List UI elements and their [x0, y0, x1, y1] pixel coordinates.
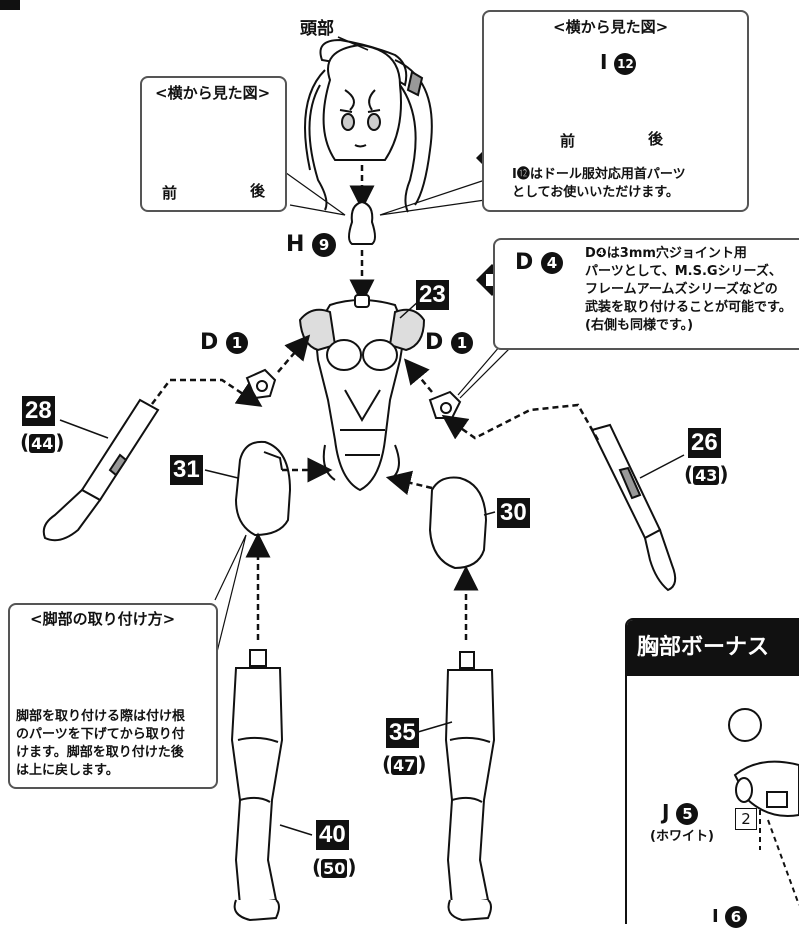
part-d4: D 4 [515, 250, 563, 275]
leader-31 [204, 469, 239, 479]
right-arm [590, 423, 677, 592]
head-leader-line [337, 36, 369, 51]
callout-35: 35 [386, 718, 419, 748]
leg-note-line3: けます。脚部を取り付けた後 [16, 745, 184, 760]
side-view-left-back: 後 [250, 182, 266, 200]
bonus-part-j-letter: J [662, 800, 670, 824]
leader-30 [483, 511, 496, 516]
leader-35 [417, 721, 453, 733]
d4-note-leader [457, 345, 513, 399]
right-hip-piece [428, 476, 488, 570]
left-shoulder-joint [245, 368, 277, 400]
side-view-left-front: 前 [162, 184, 178, 202]
side-view-box-left [140, 76, 287, 212]
callout-30: 30 [497, 498, 530, 528]
part-i12-number: 12 [614, 52, 637, 75]
leg-note-line4: は上に戻します。 [16, 763, 119, 778]
side-view-box-right [482, 10, 749, 212]
side-view-right-front: 前 [560, 132, 576, 150]
leg-note-line2: のパーツを下げてから取り付 [16, 727, 185, 742]
note-d4-line1: D❹は3mm穴ジョイント用 [585, 246, 747, 261]
part-d1-left-number: 1 [225, 332, 248, 354]
leader-28 [59, 419, 109, 439]
part-d1-left: D 1 [200, 330, 248, 355]
part-h-letter: H [286, 232, 305, 257]
right-arm-arrow [441, 403, 600, 441]
shoulder-arrow-right [403, 358, 433, 393]
callout-43: (43) [684, 462, 729, 486]
part-h-number: 9 [312, 233, 337, 257]
part-d1-right-number: 1 [450, 332, 473, 354]
leg-howto-box [8, 603, 218, 789]
note-i12-line1: I⓬はドール服対応用首パーツ [512, 167, 686, 182]
callout-50-number: 50 [321, 859, 348, 878]
part-d4-letter: D [515, 250, 534, 275]
leg-note-line1: 脚部を取り付ける際は付け根 [16, 709, 186, 724]
callout-43-number: 43 [693, 466, 720, 485]
part-d1-right-letter: D [425, 330, 444, 355]
part-i12: I 12 [600, 50, 637, 75]
side-view-right-title: <横から見た図> [553, 18, 669, 36]
callout-23: 23 [416, 280, 449, 310]
step-badge [0, 0, 20, 10]
side-view-right-back: 後 [648, 130, 664, 148]
right-box-leader [379, 179, 486, 216]
left-arm-arrow [151, 378, 263, 407]
callout-50: (50) [312, 855, 357, 879]
bonus-part-i: I 6 [712, 906, 747, 928]
note-d4-line3: フレームアームズシリーズなどの [585, 282, 778, 297]
left-hip-piece [234, 440, 292, 537]
bonus-part-i-number: 6 [724, 906, 747, 928]
hip-arrow-right [385, 470, 433, 496]
part-d1-right: D 1 [425, 330, 473, 355]
torso-illustration [298, 294, 426, 492]
left-arm [42, 398, 160, 542]
bonus-part-j-number: 5 [676, 802, 699, 825]
callout-44: (44) [20, 430, 65, 454]
callout-28: 28 [22, 396, 55, 426]
head-illustration [304, 38, 433, 213]
bonus-title: 胸部ボーナス [627, 620, 799, 676]
part-i12-letter: I [600, 50, 608, 74]
callout-40: 40 [316, 820, 349, 850]
leg-box-leader [214, 534, 247, 661]
left-leg [230, 649, 284, 922]
note-d4-line5: (右側も同様です。) [585, 318, 694, 333]
head-label: 頭部 [300, 19, 334, 39]
callout-47: (47) [382, 752, 427, 776]
right-shoulder-joint [428, 390, 462, 419]
shoulder-arrow-left [277, 334, 311, 373]
neck-part-h9 [348, 200, 376, 245]
bonus-illustration [728, 708, 799, 906]
side-view-left-title: <横から見た図> [155, 84, 271, 102]
note-d4-line2: パーツとして、M.S.Gシリーズ、 [585, 264, 782, 279]
leg-howto-title: <脚部の取り付け方> [30, 610, 176, 628]
bonus-box: 胸部ボーナス [625, 618, 799, 924]
callout-31: 31 [170, 455, 203, 485]
note-i12-line2: としてお使いいただけます。 [512, 185, 679, 200]
leader-26 [639, 454, 685, 479]
right-leg [444, 651, 496, 922]
bonus-part-j: J 5 [662, 800, 699, 825]
bonus-step-number: 2 [735, 808, 757, 830]
callout-44-number: 44 [29, 434, 56, 453]
part-d4-number: 4 [540, 252, 563, 274]
part-h9: H 9 [286, 232, 337, 257]
callout-26: 26 [688, 428, 721, 458]
part-d1-left-letter: D [200, 330, 219, 355]
note-d4-line4: 武装を取り付けることが可能です。 [585, 300, 792, 315]
leader-40 [279, 824, 313, 836]
bonus-part-j-note: (ホワイト) [650, 829, 714, 844]
callout-47-number: 47 [391, 756, 418, 775]
left-box-leader [281, 169, 346, 216]
bonus-part-i-letter: I [712, 906, 719, 927]
